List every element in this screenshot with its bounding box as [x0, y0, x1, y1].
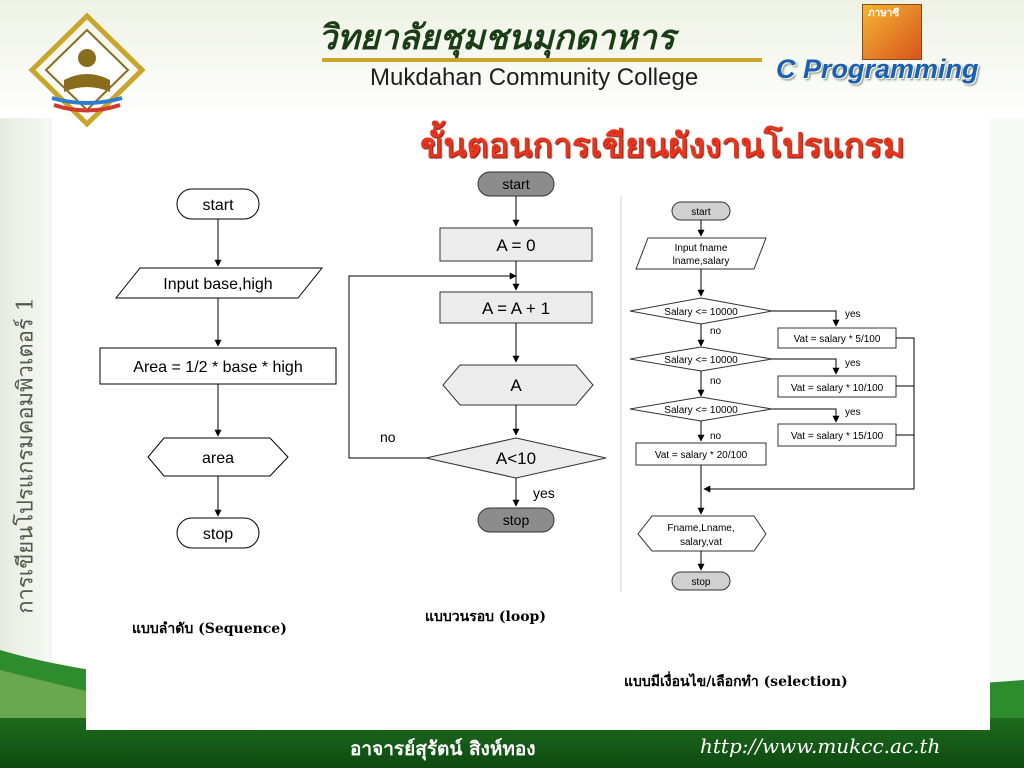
sel-output-label-1: Fname,Lname, — [667, 523, 734, 534]
sel-start-label: start — [691, 207, 711, 218]
sel-input-box — [635, 237, 767, 270]
loop-display-box — [442, 364, 594, 406]
sel-vat4-label: Vat = salary * 20/100 — [655, 450, 748, 461]
loop-display-label: A — [510, 376, 522, 395]
sequence-caption: แบบลำดับ (Sequence) — [132, 621, 287, 637]
loop-stop-label: stop — [503, 512, 530, 528]
college-logo-icon — [28, 12, 146, 128]
seq-start-label: start — [202, 197, 234, 214]
seq-process-box — [99, 347, 337, 385]
loop-no-label: no — [380, 429, 396, 445]
loop-flowchart: start A = 0 A = A + 1 A A<10 no yes stop — [348, 171, 607, 533]
seq-input-box — [114, 267, 324, 299]
sel-vat1-label: Vat = salary * 5/100 — [794, 334, 881, 345]
sel-input-label-1: Input fname — [675, 243, 728, 254]
seq-stop-label: stop — [203, 526, 233, 543]
selection-caption: แบบมีเงื่อนไข/เลือกทำ (selection) — [624, 674, 848, 690]
sel-output-box — [637, 515, 767, 552]
sel-stop-label: stop — [692, 577, 711, 588]
sel-no1-label: no — [710, 326, 722, 337]
left-margin-background — [0, 118, 52, 678]
loop-start-label: start — [502, 176, 529, 192]
loop-init-label: A = 0 — [496, 236, 535, 255]
seq-output-label: area — [202, 450, 234, 467]
seq-process-label: Area = 1/2 * base * high — [133, 359, 302, 376]
seq-stop-terminal — [176, 517, 260, 549]
sel-input-label-2: lname,salary — [673, 256, 730, 267]
sel-no2-label: no — [710, 376, 722, 387]
footer-url[interactable]: http://www.mukcc.ac.th — [700, 734, 941, 758]
sel-merge-line — [703, 337, 915, 493]
seq-output-box — [147, 437, 289, 477]
sel-no3-label: no — [710, 431, 722, 442]
sel-cond3-label: Salary <= 10000 — [664, 405, 738, 416]
right-margin-background — [990, 118, 1024, 718]
loop-increment-box — [439, 291, 593, 324]
slide-title: ขั้นตอนการเขียนผังงานโปรแกรม — [420, 126, 905, 166]
sel-stop-terminal — [671, 571, 731, 591]
loop-condition-label: A<10 — [496, 449, 536, 468]
sel-vat2-label: Vat = salary * 10/100 — [791, 383, 884, 394]
loop-increment-label: A = A + 1 — [482, 299, 550, 318]
book-cover-icon — [862, 4, 922, 60]
college-name-english: Mukdahan Community College — [370, 64, 699, 91]
sel-yes1-arrow — [772, 310, 840, 327]
college-name-thai: วิทยาลัยชุมชนมุกดาหาร — [318, 18, 676, 58]
sel-output-label-2: salary,vat — [680, 537, 722, 548]
sel-vat3-label: Vat = salary * 15/100 — [791, 431, 884, 442]
sel-yes2-label: yes — [845, 358, 861, 369]
loop-back-arrow — [348, 272, 517, 459]
sel-cond2-label: Salary <= 10000 — [664, 355, 738, 366]
sel-yes3-label: yes — [845, 407, 861, 418]
sequence-flowchart: start Input base,high Area = 1/2 * base … — [99, 188, 337, 549]
book-cover-title: ภาษาซี — [868, 8, 900, 19]
loop-caption: แบบวนรอบ (loop) — [425, 609, 546, 625]
header-divider — [322, 58, 762, 62]
sel-yes3-arrow — [772, 408, 840, 423]
selection-flowchart: start Input fname lname,salary Salary <=… — [629, 201, 915, 591]
teacher-name: อาจารย์สุรัตน์ สิงห์ทอง — [350, 738, 536, 760]
loop-init-box — [439, 227, 593, 262]
loop-stop-terminal — [477, 507, 555, 533]
sel-yes1-label: yes — [845, 309, 861, 320]
sel-cond1-label: Salary <= 10000 — [664, 307, 738, 318]
sel-yes2-arrow — [772, 358, 840, 375]
seq-input-label: Input base,high — [163, 276, 272, 293]
loop-yes-label: yes — [533, 485, 555, 501]
